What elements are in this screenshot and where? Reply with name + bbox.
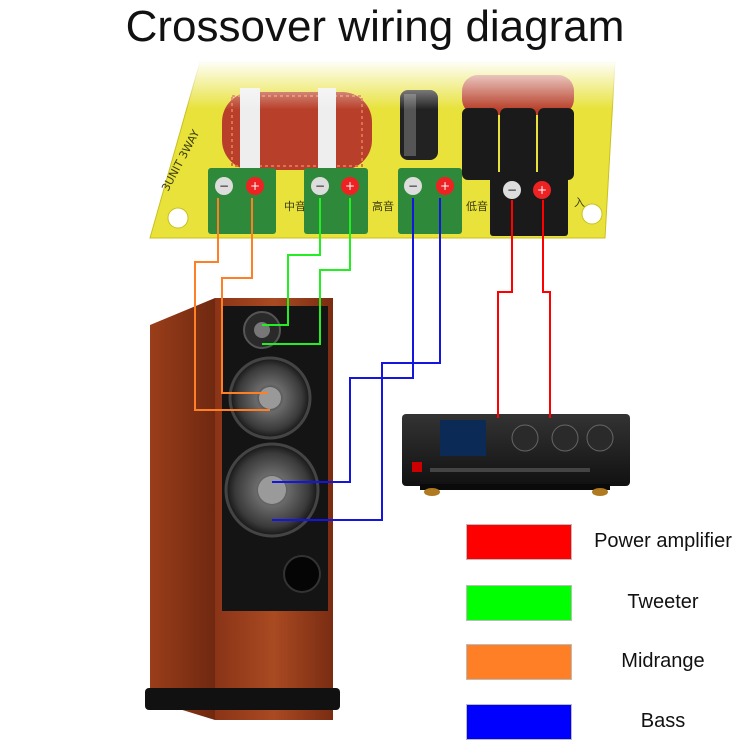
svg-text:−: − (408, 179, 418, 193)
wire-bass-pos (272, 198, 441, 521)
legend-swatch-midrange (466, 644, 572, 680)
wire-midrange-pos (221, 198, 268, 394)
wire-power-neg (497, 200, 513, 418)
svg-text:−: − (315, 179, 325, 193)
svg-text:−: − (507, 183, 517, 197)
legend-label-tweeter: Tweeter (627, 591, 699, 613)
legend-swatch-bass (466, 704, 572, 740)
legend-label-bass: Bass (640, 710, 686, 732)
svg-text:−: − (219, 179, 229, 193)
legend-item-tweeter: Tweeter (466, 585, 750, 625)
svg-text:+: + (440, 179, 450, 193)
terminal-tweeter: − + (304, 168, 368, 234)
terminal-midrange: − + (208, 168, 276, 234)
wire-tweeter-neg (262, 198, 321, 326)
legend-swatch-tweeter (466, 585, 572, 621)
wire-power-pos (542, 200, 551, 418)
board-input-label: 入 (574, 196, 585, 209)
legend-swatch-power-amplifier (466, 524, 572, 560)
legend-label-power-amplifier: Power amplifier (594, 530, 732, 552)
board-high-label: 高音 (372, 199, 394, 213)
terminal-input: − + (490, 172, 568, 236)
terminal-bass: − + (398, 168, 462, 234)
bass-port (283, 555, 321, 593)
board-mid-label: 中音 (284, 199, 306, 213)
board-low-label: 低音 (466, 199, 488, 213)
legend-item-power-amplifier: Power amplifier (466, 524, 750, 564)
wire-midrange-neg (194, 198, 270, 411)
svg-text:+: + (250, 179, 260, 193)
floor-speaker (145, 298, 340, 720)
crossover-board: 3UNIT 3WAY 中音 高音 低音 入 − + − + − + − + (140, 60, 620, 239)
legend-label-midrange: Midrange (621, 650, 705, 672)
wire-bass-neg (272, 198, 414, 483)
legend-item-midrange: Midrange (466, 644, 750, 684)
wiring (194, 198, 551, 521)
page-title: Crossover wiring diagram (125, 2, 625, 51)
legend-item-bass: Bass (466, 704, 750, 744)
power-amplifier-unit (402, 414, 630, 496)
svg-text:+: + (537, 183, 547, 197)
wire-tweeter-pos (262, 198, 351, 345)
svg-text:+: + (345, 179, 355, 193)
